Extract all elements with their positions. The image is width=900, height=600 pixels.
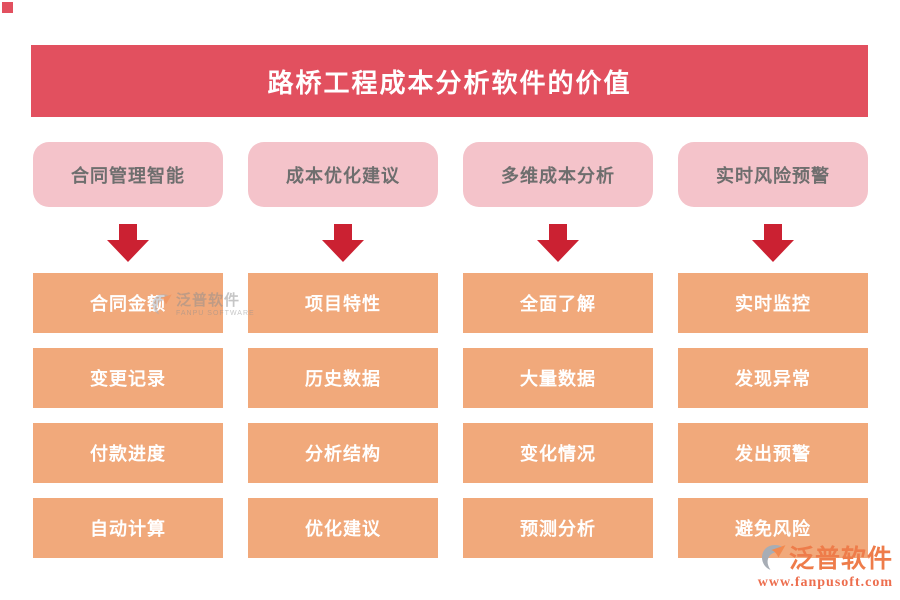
- watermark-text: 泛普软件: [176, 292, 241, 309]
- column-header: 多维成本分析: [463, 142, 653, 207]
- item-box: 全面了解: [463, 273, 653, 333]
- item-box: 发现异常: [678, 348, 868, 408]
- item-box: 变化情况: [463, 423, 653, 483]
- footer-logo-url: www.fanpusoft.com: [757, 575, 893, 590]
- value-column: 实时风险预警 实时监控发现异常发出预警避免风险: [678, 142, 868, 558]
- down-arrow-icon: [752, 224, 794, 262]
- item-box: 付款进度: [33, 423, 223, 483]
- down-arrow-icon: [322, 224, 364, 262]
- value-column: 多维成本分析 全面了解大量数据变化情况预测分析: [463, 142, 653, 558]
- watermark-subtext: FANPU SOFTWARE: [176, 310, 255, 317]
- item-box: 分析结构: [248, 423, 438, 483]
- column-header: 实时风险预警: [678, 142, 868, 207]
- column-items: 实时监控发现异常发出预警避免风险: [678, 273, 868, 573]
- item-box: 发出预警: [678, 423, 868, 483]
- footer-logo: 泛普软件 www.fanpusoft.com: [758, 539, 893, 591]
- fanpu-swoosh-icon: [151, 292, 173, 317]
- column-items: 项目特性历史数据分析结构优化建议: [248, 273, 438, 573]
- item-box: 优化建议: [248, 498, 438, 558]
- column-header: 成本优化建议: [248, 142, 438, 207]
- item-box: 历史数据: [248, 348, 438, 408]
- corner-accent-square: [2, 2, 13, 13]
- column-items: 合同金额变更记录付款进度自动计算: [33, 273, 223, 573]
- watermark: 泛普软件 FANPU SOFTWARE: [151, 292, 255, 317]
- item-box: 预测分析: [463, 498, 653, 558]
- column-items: 全面了解大量数据变化情况预测分析: [463, 273, 653, 573]
- item-box: 大量数据: [463, 348, 653, 408]
- title-banner: 路桥工程成本分析软件的价值: [31, 45, 868, 117]
- value-column: 合同管理智能 合同金额变更记录付款进度自动计算: [33, 142, 223, 558]
- down-arrow-icon: [537, 224, 579, 262]
- footer-logo-text: 泛普软件: [788, 545, 893, 573]
- item-box: 合同金额: [33, 273, 223, 333]
- watermark-text-block: 泛普软件 FANPU SOFTWARE: [176, 292, 255, 317]
- column-header: 合同管理智能: [33, 142, 223, 207]
- page-title: 路桥工程成本分析软件的价值: [267, 67, 632, 98]
- value-column: 成本优化建议 项目特性历史数据分析结构优化建议: [248, 142, 438, 558]
- item-box: 实时监控: [678, 273, 868, 333]
- down-arrow-icon: [107, 224, 149, 262]
- footer-logo-row: 泛普软件: [760, 539, 893, 575]
- item-box: 项目特性: [248, 273, 438, 333]
- item-box: 变更记录: [33, 348, 223, 408]
- fanpu-swoosh-icon: [760, 542, 787, 573]
- item-box: 自动计算: [33, 498, 223, 558]
